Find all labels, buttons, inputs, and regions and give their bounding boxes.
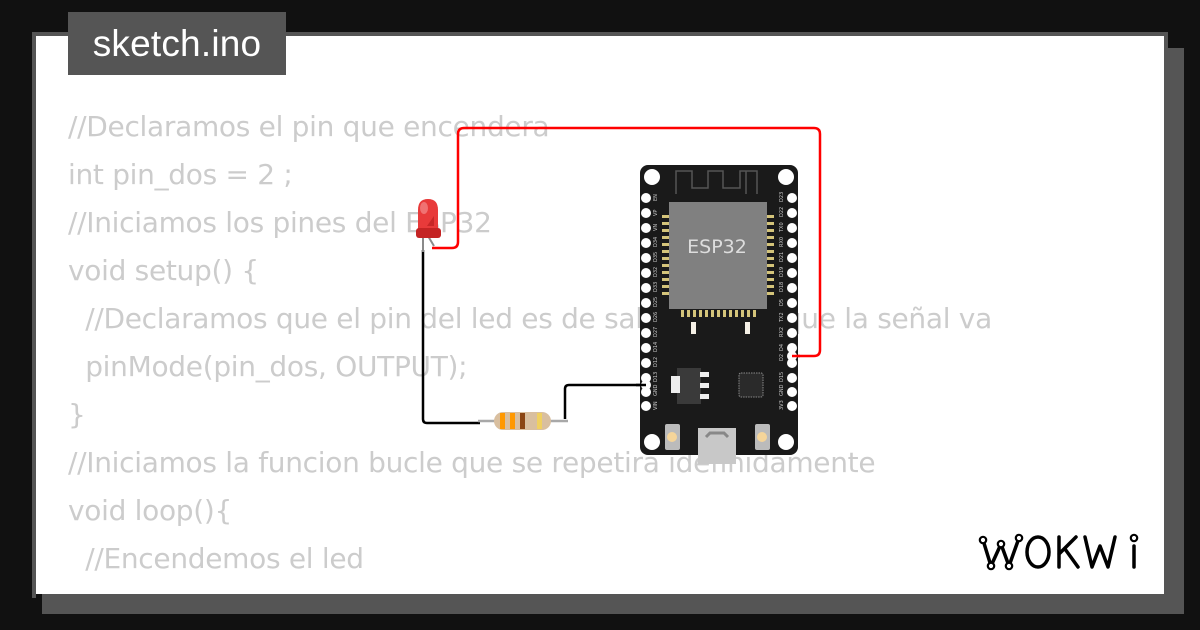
svg-text:D25: D25: [653, 297, 659, 307]
frame-shadow-right: [1164, 48, 1184, 614]
svg-text:D4: D4: [779, 344, 785, 351]
svg-text:D33: D33: [653, 282, 659, 292]
svg-text:TX2: TX2: [779, 312, 785, 323]
svg-text:RX2: RX2: [779, 327, 785, 337]
svg-text:D12: D12: [653, 357, 659, 367]
svg-text:D19: D19: [779, 267, 785, 277]
code-line: //Declaramos el pin que encendera: [68, 110, 550, 143]
resistor[interactable]: [478, 412, 568, 430]
svg-text:GND: GND: [779, 384, 785, 396]
svg-text:D18: D18: [779, 282, 785, 292]
wokwi-logo: WOKWi: [978, 533, 1139, 571]
code-line: }: [68, 398, 86, 431]
code-editor: //Declaramos el pin que encendera int pin…: [68, 103, 992, 594]
led-red[interactable]: [416, 199, 441, 252]
signal-wire: [432, 126, 822, 358]
svg-text:D23: D23: [779, 192, 785, 202]
svg-text:D35: D35: [653, 252, 659, 262]
svg-text:D13: D13: [653, 372, 659, 382]
code-line: pinMode(pin_dos, OUTPUT);: [68, 350, 468, 383]
file-tab[interactable]: sketch.ino: [68, 12, 286, 75]
svg-text:D14: D14: [653, 342, 659, 352]
code-line: digitalWrite(pin_dos, HIGH);: [68, 583, 992, 594]
svg-text:D34: D34: [653, 237, 659, 247]
svg-text:D21: D21: [779, 252, 785, 262]
code-line: void setup() {: [68, 254, 259, 287]
frame-left-border: [32, 32, 36, 598]
file-tab-label: sketch.ino: [92, 22, 262, 64]
svg-text:D15: D15: [779, 372, 785, 382]
chip-label: ESP32: [687, 236, 747, 258]
frame-shadow-bottom: [42, 594, 1184, 614]
svg-text:3V3: 3V3: [779, 400, 785, 410]
esp32-board[interactable]: ESP32 EN VP VN D34 D35 D32: [640, 165, 798, 464]
svg-text:TX0: TX0: [779, 222, 785, 233]
code-line: //Encendemos el led: [68, 542, 364, 575]
svg-text:VIN: VIN: [653, 401, 659, 410]
svg-text:D27: D27: [653, 327, 659, 337]
svg-text:D22: D22: [779, 207, 785, 217]
svg-text:D26: D26: [653, 312, 659, 322]
frame-right-border: [1164, 32, 1168, 52]
svg-text:D2: D2: [779, 354, 785, 361]
svg-text:D32: D32: [653, 267, 659, 277]
svg-text:VP: VP: [653, 210, 659, 216]
code-line: void loop(){: [68, 494, 233, 527]
svg-text:D5: D5: [779, 299, 785, 306]
ground-wire: [421, 250, 480, 425]
code-line: int pin_dos = 2 ;: [68, 158, 293, 191]
svg-text:GND: GND: [653, 384, 659, 396]
svg-text:EN: EN: [653, 194, 659, 201]
svg-text:RX0: RX0: [779, 237, 785, 247]
svg-text:VN: VN: [653, 224, 659, 231]
frame-top-border: [32, 32, 1168, 36]
ground-wire-2: [563, 383, 645, 419]
